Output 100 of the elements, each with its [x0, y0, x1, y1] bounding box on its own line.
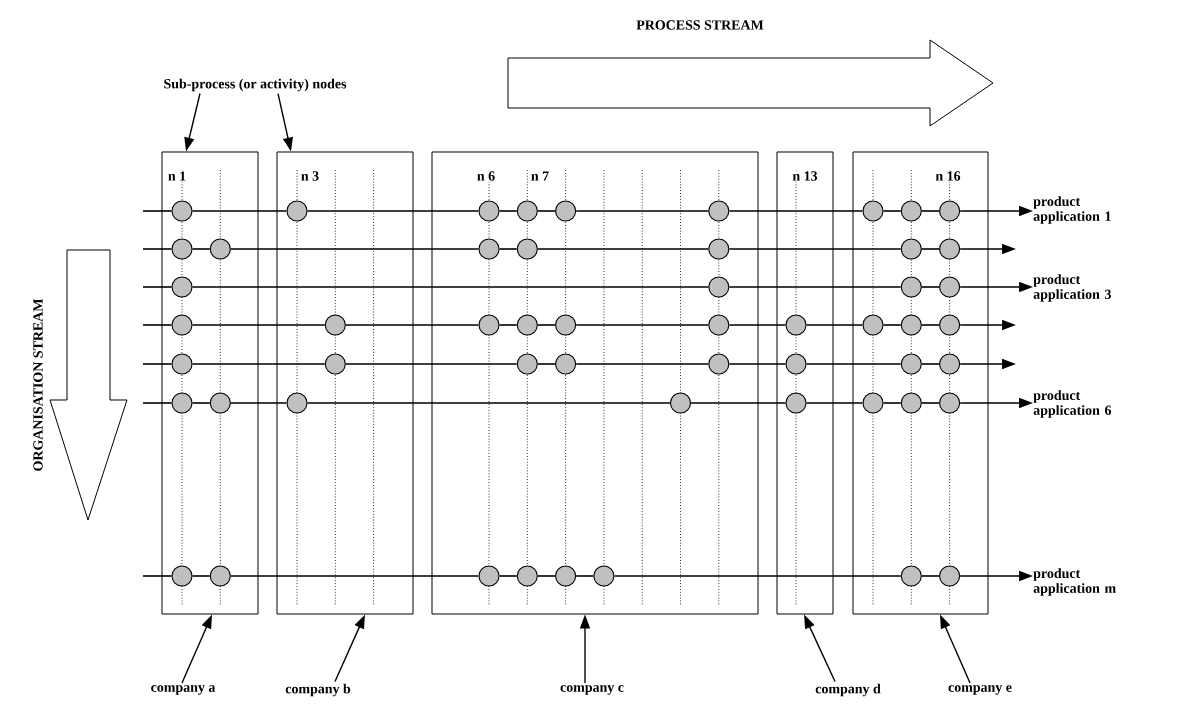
company-label: company d [815, 683, 881, 697]
connector-line [921, 324, 940, 326]
activity-node-circle [708, 200, 730, 222]
activity-node-circle [171, 314, 193, 336]
activity-node-circle [708, 353, 730, 375]
connector-line [230, 402, 288, 404]
product-application-label: product application m [1033, 568, 1116, 596]
connector-line [191, 324, 326, 326]
activity-node-circle [785, 314, 807, 336]
company-box [276, 151, 414, 615]
activity-node-circle [862, 314, 884, 336]
company-label: company b [285, 683, 351, 697]
connector-line [575, 324, 710, 326]
activity-node-circle [286, 200, 308, 222]
connector-line [805, 402, 864, 404]
company-label: company c [560, 685, 624, 695]
activity-node-circle [939, 276, 961, 298]
activity-node-circle [708, 238, 730, 260]
activity-node-circle [171, 565, 193, 587]
activity-node-circle [516, 353, 538, 375]
connector-line [921, 402, 940, 404]
connector-line [191, 248, 211, 250]
activity-node-circle [900, 314, 922, 336]
connector-line [498, 210, 518, 212]
node-number: n 16 [934, 170, 962, 182]
connector-line [921, 363, 940, 365]
connector-line [191, 363, 326, 365]
connector-line [882, 324, 902, 326]
connector-line [575, 363, 710, 365]
activity-node-circle [939, 353, 961, 375]
connector-line [306, 210, 480, 212]
connector-line [728, 363, 787, 365]
connector-line [537, 248, 710, 250]
activity-node-circle [516, 238, 538, 260]
activity-node-circle [900, 200, 922, 222]
activity-node-circle [785, 353, 807, 375]
connector-line [921, 210, 940, 212]
connector-line [142, 575, 173, 577]
activity-node-circle [324, 353, 346, 375]
activity-node-circle [900, 565, 922, 587]
connector-line [498, 248, 518, 250]
connector-line [142, 324, 173, 326]
connector-line [575, 210, 710, 212]
connector-line [498, 575, 518, 577]
connector-line [142, 286, 173, 288]
activity-node-circle [939, 392, 961, 414]
activity-node-circle [900, 392, 922, 414]
connector-line [191, 210, 288, 212]
connector-line [921, 248, 940, 250]
connector-line [690, 402, 787, 404]
connector-line [575, 575, 595, 577]
activity-node-circle [516, 200, 538, 222]
product-application-label: product application 1 [1033, 196, 1111, 224]
connector-line [306, 402, 671, 404]
product-application-label: product application 6 [1033, 390, 1112, 418]
connector-line [345, 363, 518, 365]
connector-line [537, 363, 556, 365]
activity-node-circle [324, 314, 346, 336]
activity-node-circle [593, 565, 615, 587]
connector-line [728, 324, 787, 326]
connector-line [191, 402, 211, 404]
activity-node-circle [171, 200, 193, 222]
activity-node-circle [555, 314, 577, 336]
activity-node-circle [209, 238, 231, 260]
activity-node-circle [516, 565, 538, 587]
company-label: company e [948, 685, 1012, 695]
connector-line [142, 363, 173, 365]
connector-line [728, 248, 902, 250]
connector-line [805, 324, 864, 326]
activity-node-circle [900, 238, 922, 260]
connector-line [882, 210, 902, 212]
activity-node-circle [171, 353, 193, 375]
connector-line [142, 210, 173, 212]
connector-line [498, 324, 518, 326]
stream-label: PROCESS STREAM [636, 20, 764, 30]
activity-node-circle [669, 392, 692, 414]
connector-line [728, 286, 902, 288]
activity-node-circle [862, 392, 884, 414]
activity-node-circle [939, 565, 961, 587]
connector-line [230, 248, 480, 250]
company-box [431, 151, 759, 615]
connector-line [882, 402, 902, 404]
node-number: n 3 [299, 170, 321, 182]
connector-line [142, 402, 173, 404]
activity-node-circle [862, 200, 884, 222]
connector-line [191, 575, 211, 577]
activity-node-circle [555, 565, 577, 587]
activity-node-circle [708, 276, 730, 298]
activity-node-circle [516, 314, 538, 336]
connector-line [728, 210, 864, 212]
activity-node-circle [209, 565, 231, 587]
company-box [776, 151, 834, 615]
connector-line [921, 575, 940, 577]
connector-line [613, 575, 902, 577]
activity-node-circle [785, 392, 807, 414]
activity-node-circle [171, 392, 193, 414]
product-application-label: product application 3 [1033, 274, 1111, 302]
connector-line [805, 363, 902, 365]
node-number: n 6 [475, 170, 497, 182]
connector-line [537, 324, 556, 326]
